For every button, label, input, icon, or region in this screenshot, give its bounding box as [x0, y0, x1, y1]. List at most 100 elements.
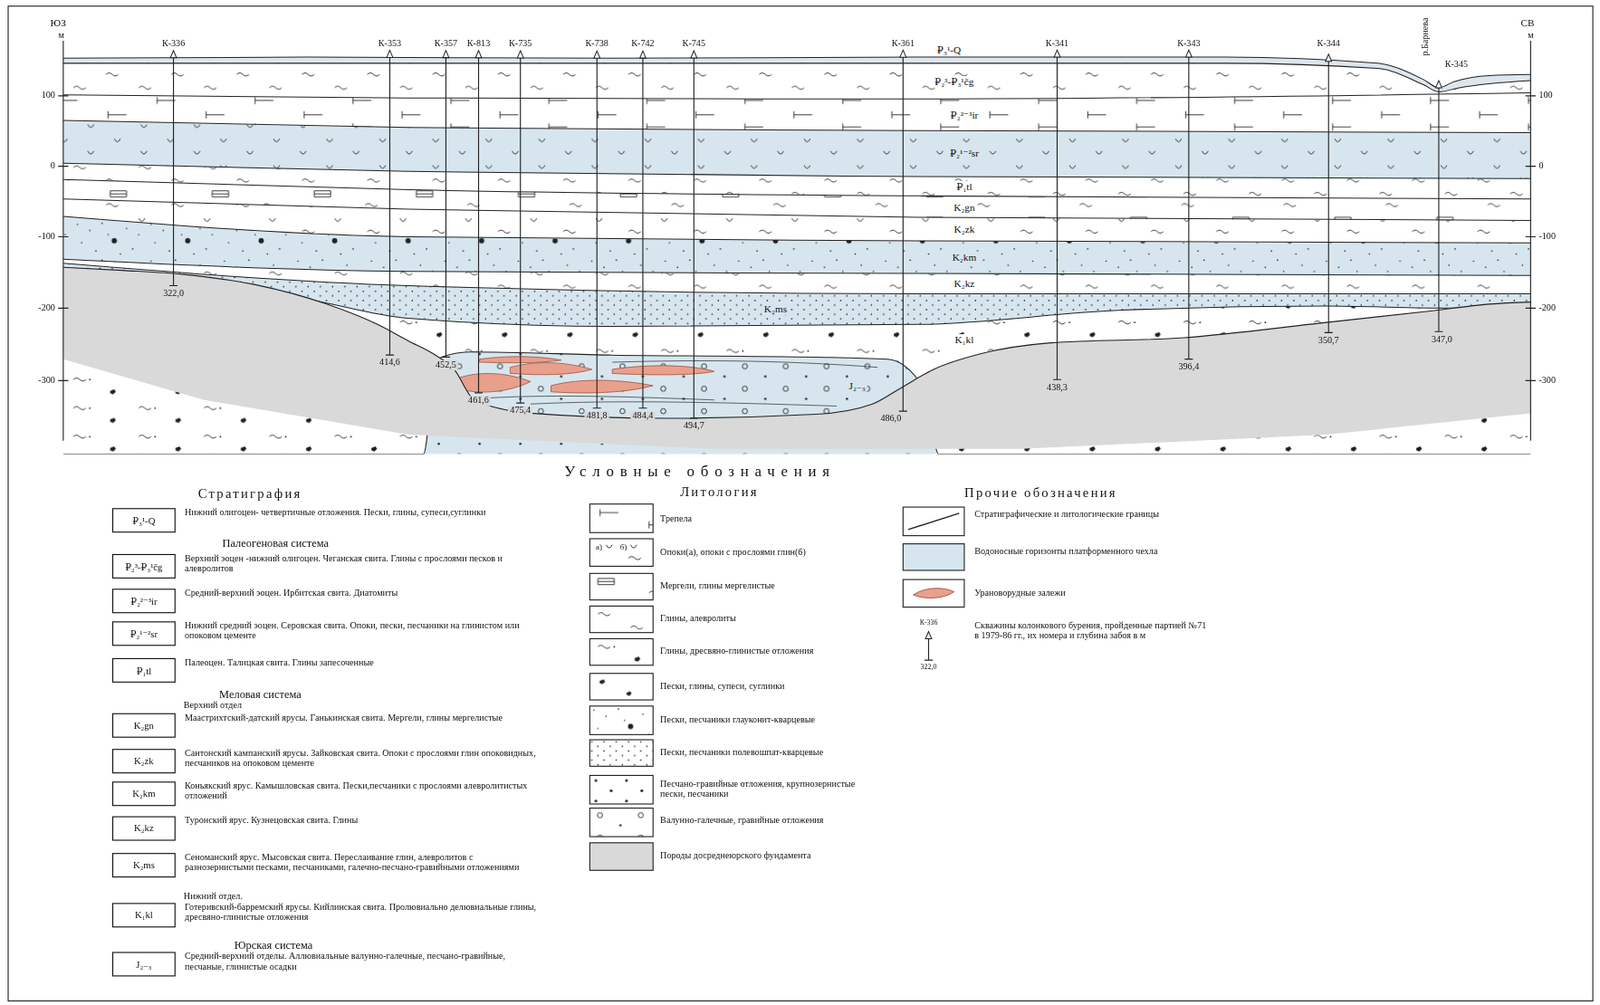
well-arrow: [690, 50, 698, 58]
formation-description: Верхний эоцен -нижний олигоцен. Чеганска…: [184, 553, 542, 575]
lens-boundary: [459, 361, 878, 407]
legend-sample: [924, 632, 933, 662]
layer-boundary: [63, 258, 1532, 276]
stratigraphy-box: J₂₋₃Средний-верхний отделы. Аллювиальные…: [112, 951, 176, 977]
well-line: [689, 57, 699, 419]
well-line: [1053, 56, 1062, 380]
formation-index: ₽₂²⁻³ir: [948, 109, 980, 121]
layer-fill: [63, 258, 1532, 454]
well-arrow: [925, 632, 932, 640]
well-line: [1434, 86, 1443, 332]
section-layers: [63, 57, 1532, 454]
well-arrow: [640, 50, 647, 58]
legend-sample: [589, 538, 653, 566]
formation-index: ₽₂³-₽₃¹čg: [124, 560, 163, 572]
well-number: К-341: [1045, 38, 1069, 49]
sample-box: [589, 638, 653, 665]
formation-index: J₂₋₃: [846, 380, 868, 392]
axis-value: -200: [1538, 303, 1556, 314]
axis-tick: [57, 95, 1536, 96]
well-line: [169, 57, 178, 287]
stratigraphy-box: ₽₂¹⁻²srНижний средний эоцен. Серовская с…: [112, 621, 176, 646]
legend-title: Условные обозначения: [564, 462, 836, 480]
page-frame: [8, 6, 1593, 1002]
formation-index: K₂km: [132, 788, 155, 799]
legend-sample: [902, 579, 965, 607]
sample-letter: а): [595, 543, 603, 553]
well-arrow: [1185, 49, 1192, 58]
layer-fill: [63, 162, 1532, 454]
sample-box: [589, 808, 653, 838]
sample-box: [589, 673, 653, 700]
well-depth: 414,6: [377, 358, 403, 369]
river-label: р.Барнева: [1420, 18, 1431, 57]
formation-description: Средний-верхний отделы. Аллювиальные вал…: [184, 950, 542, 972]
axis-value: -300: [38, 375, 56, 386]
well-arrow: [594, 50, 601, 58]
stratigraphy-box: ₽₂²⁻³irСредний-верхний эоцен. Ирбитская …: [112, 588, 176, 614]
well-line: [385, 56, 394, 355]
layer-boundary: [63, 63, 1532, 93]
well-depth: 484,4: [630, 411, 655, 422]
formation-index: K₂gn: [134, 720, 154, 731]
legend-text: Скважины колонкового бурения, пройденные…: [974, 620, 1209, 642]
well-number: К-343: [1177, 38, 1200, 49]
uranium-deposit: [612, 365, 715, 375]
formation-description: Нижний олигоцен- четвертичные отложения.…: [184, 507, 542, 518]
legend-sample: [589, 605, 653, 633]
formation-description: Туронский ярус. Кузнецовская свита. Глин…: [184, 814, 542, 825]
basement-boundary: [63, 267, 1532, 419]
formation-index: ₽₂²⁻³ir: [130, 595, 157, 607]
legend-sample: [589, 739, 653, 767]
unit-label: м: [1527, 30, 1533, 41]
well-number: К-336: [919, 619, 939, 628]
formation-index: ₽₁tl: [136, 664, 152, 676]
sample-letter: б): [620, 543, 628, 553]
legend-text: Валунно-галечные, гравийные отложения: [660, 814, 895, 826]
layer-fill: [63, 57, 1532, 454]
sample-box: [589, 605, 653, 633]
sample-box: [902, 579, 965, 607]
layer-boundary: [63, 263, 1532, 295]
formation-index: K₂ms: [133, 860, 155, 871]
unit-label: м: [57, 30, 64, 41]
boundary-sample: [908, 513, 959, 530]
direction-label: ЮЗ: [50, 17, 67, 29]
well-number: К-353: [378, 38, 402, 49]
legend-text: Урановорудные залежи: [974, 587, 1179, 599]
axis-tick: [57, 165, 1536, 167]
formation-description: Сеноманский ярус. Мысовская свита. Перес…: [184, 852, 542, 873]
axis-line: [63, 40, 1532, 441]
formation-index: K₁kl: [952, 334, 976, 345]
formation-description: Готеривский-барремский ярусы. Кийлинская…: [184, 901, 542, 923]
well-number: К-745: [682, 38, 706, 49]
well-number: К-336: [162, 38, 185, 49]
well-line: [441, 56, 451, 357]
axis-value: -200: [38, 303, 56, 314]
formation-index: ₽₂¹⁻²sr: [948, 147, 981, 159]
layer-pattern: [63, 120, 1532, 455]
legend-text: Пески, песчаники глауконит-кварцевые: [660, 714, 895, 726]
formation-index: K₁kl: [134, 910, 154, 920]
legend-sample: [589, 706, 653, 736]
formation-description: Палеоцен. Талицкая свита. Глины запесоче…: [184, 657, 542, 668]
series-heading: Верхний отдел: [183, 700, 242, 711]
well-number: К-361: [891, 38, 915, 49]
sample-pattern: [589, 706, 653, 736]
sample-pattern: [589, 504, 653, 534]
layer-pattern: [63, 93, 1532, 455]
legend-text: Пески, глины, супеси, суглинки: [660, 680, 895, 692]
formation-description: Маастрихтский-датский ярусы. Ганькинская…: [184, 712, 542, 723]
layer-pattern: [63, 162, 1532, 454]
well-number: К-345: [1445, 60, 1468, 71]
legend-heading: Прочие обозначения: [964, 485, 1118, 500]
formation-description: Средний-верхний эоцен. Ирбитская свита. …: [184, 587, 542, 598]
well-number: К-357: [434, 38, 458, 49]
stratigraphy-box: K₁klГотеривский-барремский ярусы. Кийлин…: [112, 902, 176, 928]
well-arrow: [442, 50, 450, 58]
legend-text: Породы досреднеюрского фундамента: [660, 850, 895, 862]
sample-pattern: [589, 638, 653, 665]
formation-index: ₽₃¹-Q: [935, 44, 964, 56]
